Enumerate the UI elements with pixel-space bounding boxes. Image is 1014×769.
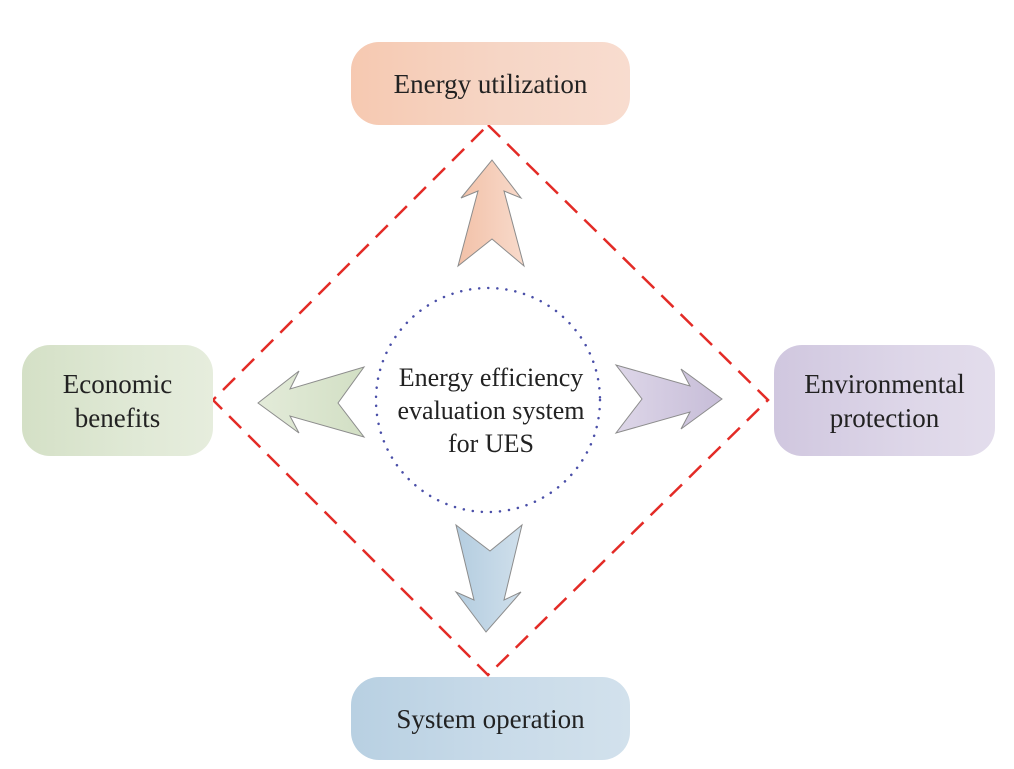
node-energy-utilization-label: Energy utilization [393,68,588,99]
dotted-center-circle [374,286,602,514]
center-system-label: Energy efficiency evaluation system for … [397,362,585,458]
node-environmental-protection-label: Environmental protection [804,368,965,433]
center-system-title: Energy efficiency evaluation system for … [376,360,606,460]
arrow-down-icon [454,523,523,633]
node-economic-benefits-label: Economic benefits [62,368,173,433]
arrow-right-icon [614,364,723,434]
dashed-diamond-frame [211,123,770,677]
node-system-operation: System operation [351,677,630,760]
node-energy-utilization: Energy utilization [351,42,630,125]
arrow-up-icon [457,159,525,268]
arrow-left-icon [257,366,366,438]
node-economic-benefits: Economic benefits [22,345,213,456]
node-system-operation-label: System operation [396,703,585,734]
node-environmental-protection: Environmental protection [774,345,995,456]
